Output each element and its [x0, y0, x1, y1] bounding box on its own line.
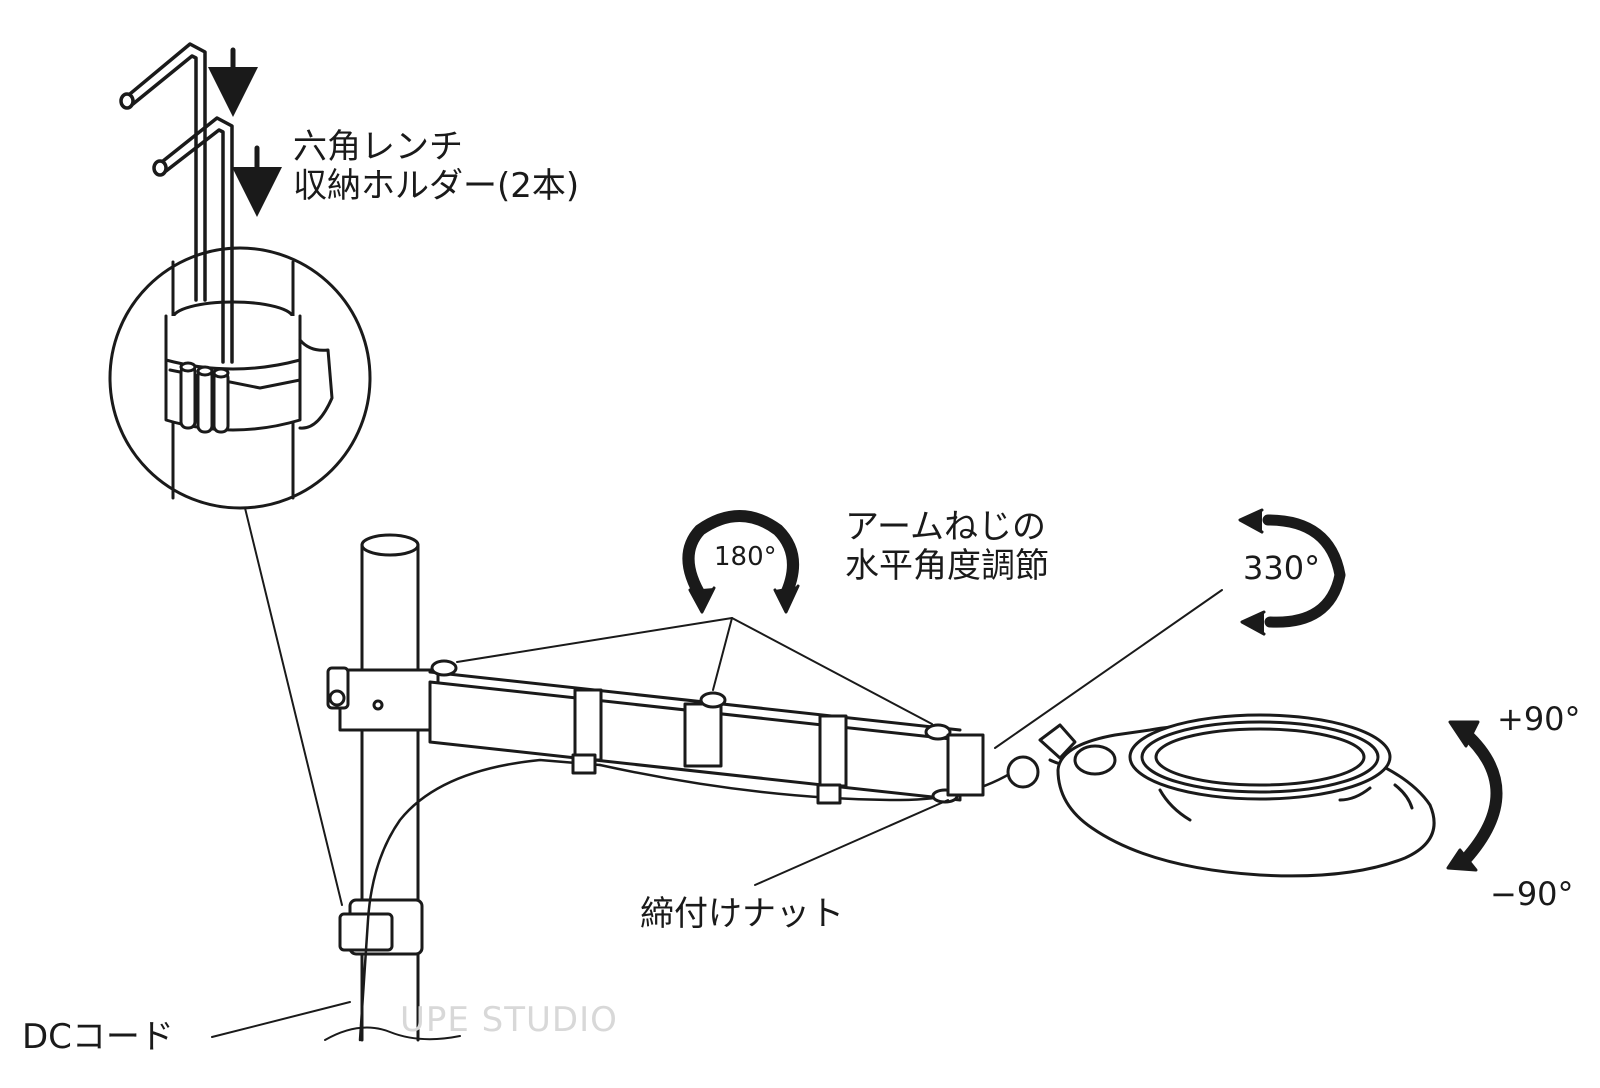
wrench-holder-label: 六角レンチ 収納ホルダー(2本) — [293, 127, 580, 207]
arm-screw-label: アームねじの 水平角度調節 — [845, 507, 1049, 587]
rotate-arrow-icon — [682, 510, 800, 614]
hex-wrench-icon — [119, 42, 234, 364]
tilt-down-angle-label: −90° — [1490, 875, 1574, 913]
watermark: UPE STUDIO — [400, 1000, 618, 1040]
wrench-holder-label-line1: 六角レンチ — [293, 127, 463, 167]
arm-screw-label-line2: 水平角度調節 — [845, 546, 1049, 587]
down-arrow-icon — [208, 47, 282, 217]
arm-screw-label-line1: アームねじの — [845, 507, 1046, 547]
dc-cord-label: DCコード — [22, 1017, 174, 1057]
wrench-holder-detail — [108, 246, 372, 906]
tilt-arrow-icon — [1446, 720, 1503, 872]
magnifier-head — [1056, 713, 1436, 878]
rotate-arrow-icon — [1238, 508, 1346, 636]
leader-lines — [211, 589, 1223, 1038]
rotation-angle-label: 330° — [1243, 549, 1321, 587]
arm — [326, 659, 1087, 805]
tightening-nut-label: 締付けナット — [640, 894, 844, 934]
dc-cord — [358, 758, 602, 1042]
wrench-holder-label-line2: 収納ホルダー(2本) — [293, 166, 580, 207]
tilt-up-angle-label: +90° — [1497, 700, 1581, 738]
horizontal-angle-label: 180° — [714, 542, 777, 572]
